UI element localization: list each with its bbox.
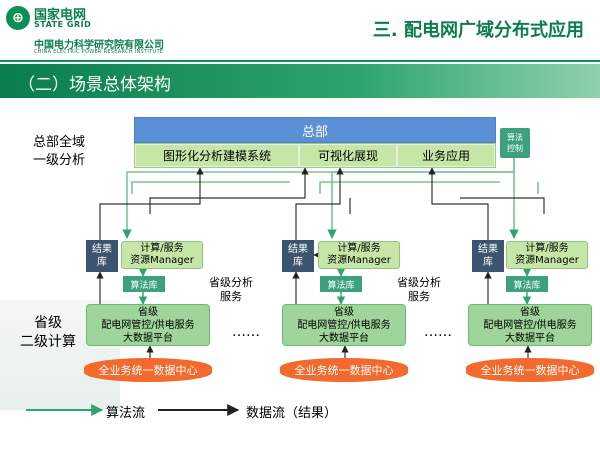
result-db-2: 结果 库 [282,240,314,272]
resource-manager-1: 计算/服务 资源Manager [121,241,203,269]
level-label-province: 省级 二级计算 [20,315,76,350]
datacenter-2: 全业务统一数据中心 [280,358,408,382]
header-divider [0,60,600,62]
resource-manager-3: 计算/服务 资源Manager [506,241,588,269]
ellipsis-2: …… [424,324,452,340]
state-grid-logo-icon: ⊕ [6,6,30,30]
resource-manager-2: 计算/服务 资源Manager [318,241,400,269]
organization-name-cn: 中国电力科学研究院有限公司 [34,40,164,51]
algo-lib-1: 算法库 [123,276,165,292]
legend-data-flow: 数据流（结果） [246,406,338,421]
hq-module-business: 业务应用 [398,145,494,166]
algo-lib-2: 算法库 [320,276,362,292]
result-db-3: 结果 库 [472,240,504,272]
datacenter-1: 全业务统一数据中心 [84,358,212,382]
hq-header: 总部 [134,117,496,143]
organization-name-en: CHINA ELECTRIC POWER RESEARCH INSTITUTE [34,49,164,55]
province-platform-2: 省级 配电网管控/供电服务 大数据平台 [282,304,406,346]
datacenter-3: 全业务统一数据中心 [466,358,594,382]
level-label-hq: 总部全域 一级分析 [32,135,85,168]
ellipsis-1: …… [232,324,260,340]
province-platform-3: 省级 配电网管控/供电服务 大数据平台 [468,304,592,346]
section-band [0,64,600,98]
brand-name-cn: 国家电网 [34,8,87,23]
legend-algo-flow: 算法流 [106,406,146,421]
hq-module-visualization: 可视化展现 [300,145,396,166]
hq-module-modeling: 图形化分析建模系统 [136,145,298,166]
province-platform-1: 省级 配电网管控/供电服务 大数据平台 [86,304,210,346]
brand-name-en: STATE GRID [34,20,92,29]
unit-internal-algo-arrows [138,268,532,305]
province-service-label-1: 省级分析 服务 [209,276,253,303]
hq-algo-control: 算法 控制 [500,128,530,158]
data-flow-lines [99,167,545,240]
algo-lib-3: 算法库 [506,276,548,292]
province-service-label-2: 省级分析 服务 [397,276,441,303]
result-db-1: 结果 库 [86,240,118,272]
slide-title: 三. 配电网广域分布式应用 [372,20,584,41]
section-title: （二）场景总体架构 [18,75,171,95]
